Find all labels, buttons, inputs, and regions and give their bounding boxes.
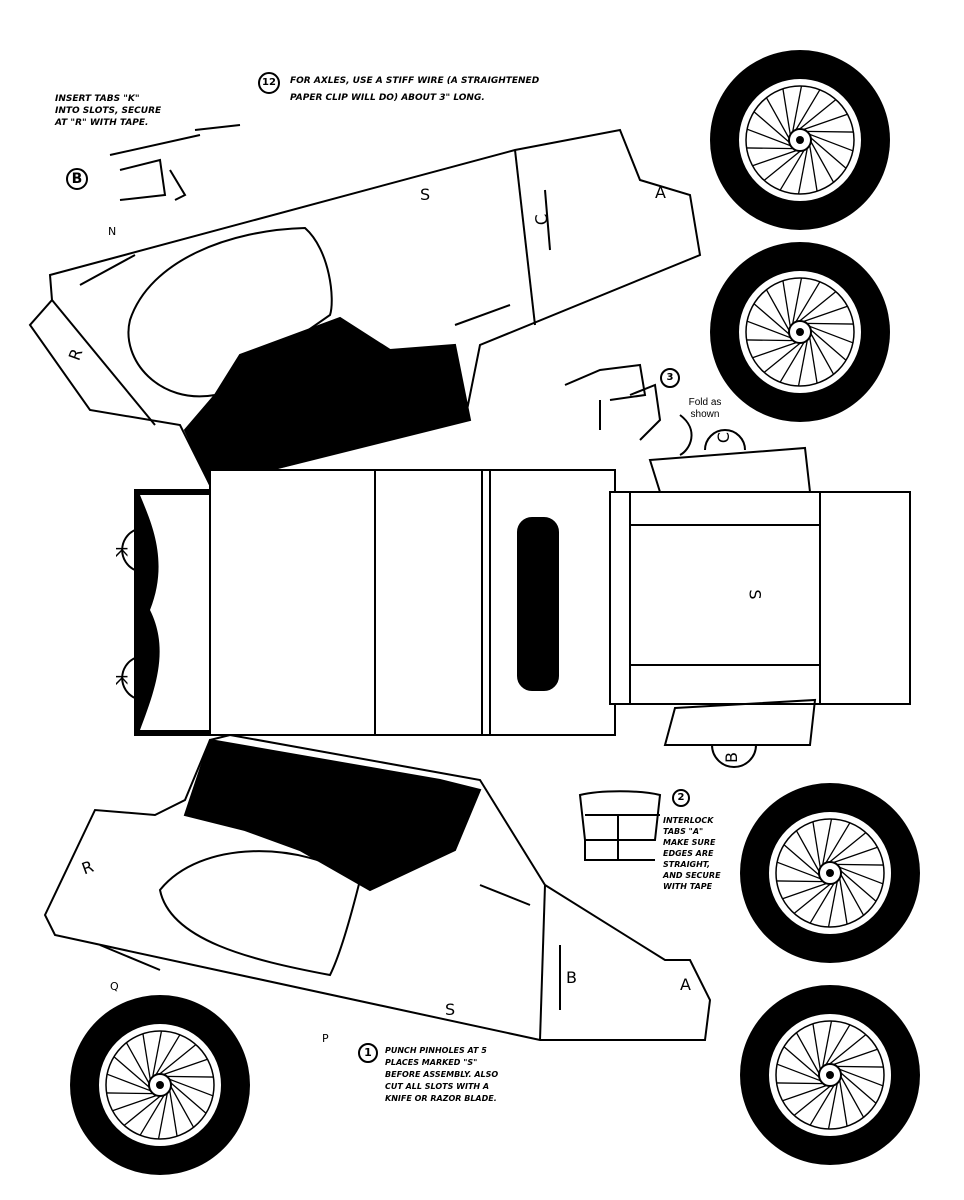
wheel xyxy=(710,242,890,422)
step-b-number: B xyxy=(66,168,88,190)
wheel xyxy=(740,783,920,963)
label-a-top: A xyxy=(655,183,666,202)
step-b-instruction: Insert tabs "K" into slots, secure at "R… xyxy=(55,94,162,128)
bottom-side-panel xyxy=(43,733,712,1041)
wheel xyxy=(710,50,890,230)
label-b-tab: B xyxy=(721,752,741,763)
label-b: B xyxy=(566,968,577,987)
center-body xyxy=(121,429,911,768)
step-2-sketch xyxy=(578,790,662,861)
label-p: P xyxy=(322,1032,329,1045)
label-k-bottom: K xyxy=(111,674,131,685)
top-side-panel xyxy=(28,128,702,487)
label-q: Q xyxy=(110,980,119,993)
step-1-instruction: Punch pinholes at 5 places marked "S" be… xyxy=(385,1046,499,1103)
step-2-instruction: Interlock tabs "A" make sure edges are s… xyxy=(663,816,721,891)
step-2-number: 2 xyxy=(672,789,690,807)
label-k-top: K xyxy=(111,546,131,557)
step-12-number: 12 xyxy=(258,72,280,94)
step-12-instruction: For axles, use a stiff wire (a straighte… xyxy=(290,76,540,103)
step-b-sketch xyxy=(109,124,241,201)
step-1-number: 1 xyxy=(358,1043,378,1063)
label-c: C xyxy=(531,213,552,226)
step-3-instruction: Fold as shown xyxy=(688,397,722,420)
step-3-sketch xyxy=(564,363,693,456)
label-a-bottom: A xyxy=(680,975,691,994)
label-s-top: S xyxy=(420,185,431,204)
wheel xyxy=(740,985,920,1165)
label-n: N xyxy=(108,225,117,238)
wheel xyxy=(70,995,250,1175)
step-3-number: 3 xyxy=(660,368,680,388)
label-c-tab: C xyxy=(714,431,734,444)
label-s-center: S xyxy=(745,589,765,600)
label-s-bottom: S xyxy=(445,1000,456,1019)
